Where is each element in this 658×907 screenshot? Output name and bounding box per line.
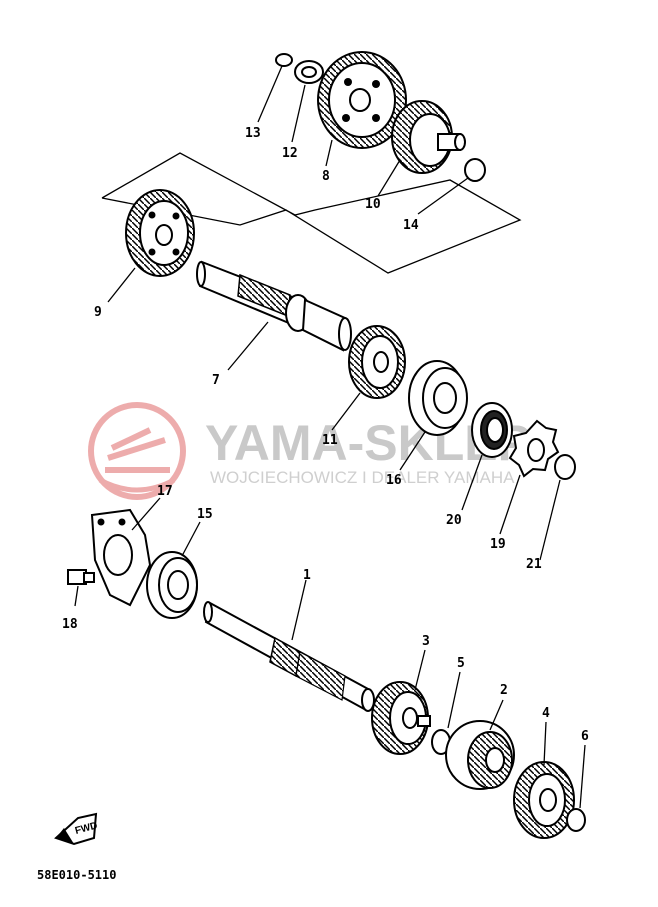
callout-3: 3: [422, 634, 430, 649]
part-17-plate: [90, 508, 152, 607]
part-9-gear: [125, 189, 195, 277]
callout-13: 13: [245, 126, 261, 141]
callout-2: 2: [500, 683, 508, 698]
callout-6: 6: [581, 729, 589, 744]
callout-9: 9: [94, 305, 102, 320]
part-10-gear: [391, 100, 466, 174]
part-1-shaft: [203, 601, 375, 712]
callout-10: 10: [365, 197, 381, 212]
subassembly-outline: [101, 152, 522, 274]
part-18-bolt: [67, 569, 95, 585]
part-20-oil-seal: [471, 402, 513, 458]
callout-8: 8: [322, 169, 330, 184]
part-15-bearing: [146, 551, 198, 619]
part-2-gear: [445, 720, 515, 790]
part-8-gear: [317, 51, 407, 149]
part-4-gear: [513, 761, 575, 839]
watermark-logo: [88, 402, 186, 500]
callout-18: 18: [62, 617, 78, 632]
part-3-gear: [371, 681, 431, 755]
part-6-circlip: [566, 808, 586, 832]
callout-21: 21: [526, 557, 542, 572]
callout-20: 20: [446, 513, 462, 528]
leader-lines: [74, 65, 586, 809]
part-13-circlip: [275, 53, 293, 67]
part-11-gear: [348, 325, 406, 399]
callout-19: 19: [490, 537, 506, 552]
callout-5: 5: [457, 656, 465, 671]
part-12-washer: [294, 60, 324, 84]
part-7-shaft: [196, 260, 352, 352]
callout-16: 16: [386, 473, 402, 488]
callout-4: 4: [542, 706, 550, 721]
watermark-subtitle: WOJCIECHOWICZ I DEALER YAMAHA: [210, 468, 515, 487]
callout-12: 12: [282, 146, 298, 161]
callout-1: 1: [303, 568, 311, 583]
callout-11: 11: [322, 433, 338, 448]
part-14-circlip: [464, 158, 486, 182]
part-16-bearing: [408, 360, 468, 436]
callouts: 1 2 3 4 5 6 7 8 9 10 11 12 13 14 15 16 1…: [62, 126, 589, 744]
callout-15: 15: [197, 507, 213, 522]
part-21-circlip: [554, 454, 576, 480]
part-19-sprocket: [508, 419, 560, 478]
fwd-arrow-icon: FWD: [54, 812, 99, 846]
callout-7: 7: [212, 373, 220, 388]
callout-17: 17: [157, 484, 173, 499]
diagram-code: 58E010-5110: [37, 868, 116, 882]
callout-14: 14: [403, 218, 419, 233]
